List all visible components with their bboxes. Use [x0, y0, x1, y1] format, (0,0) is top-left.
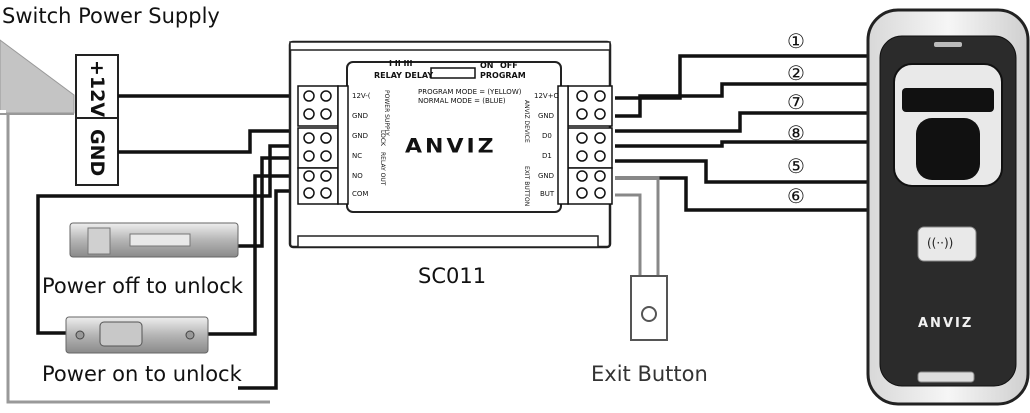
power-supply-title: Switch Power Supply — [2, 4, 220, 28]
left-terminal-6: COM — [352, 190, 369, 198]
switch-off-label: OFF — [500, 61, 518, 70]
wire-number-5: ⑤ — [787, 154, 805, 178]
right-terminal-4: D1 — [542, 152, 552, 160]
right-terminal-1: 12V+O — [534, 92, 560, 100]
lock-power-on-screw-2 — [185, 330, 195, 340]
left-group-lock: LOCK — [379, 130, 386, 146]
controller-model-label: SC011 — [418, 264, 487, 288]
psu-housing-body — [0, 110, 6, 402]
dip-switch — [430, 67, 476, 79]
wire-8 — [615, 140, 870, 148]
program-mode-label: PROGRAM MODE = (YELLOW) — [418, 88, 522, 96]
lock-power-off-label: Power off to unlock — [42, 274, 243, 298]
psu-case-line — [6, 114, 270, 404]
reader-card-area — [917, 226, 977, 262]
right-terminal-2: GND — [538, 112, 555, 120]
exit-button-knob[interactable] — [641, 306, 657, 322]
normal-mode-label: NORMAL MODE = (BLUE) — [418, 97, 506, 105]
lock-power-off-bolt — [129, 233, 191, 247]
left-screws — [303, 90, 332, 199]
lock-power-on-keeper — [99, 321, 143, 347]
right-group-anviz: ANVIZ DEVICE — [523, 100, 530, 143]
controller-brand-logo: ANVIZ — [405, 135, 497, 158]
reader-top-slot — [934, 42, 962, 47]
right-terminal-block — [557, 85, 613, 205]
reader-card-symbol: ((··)) — [927, 236, 954, 250]
controller-rail — [297, 235, 599, 248]
wire-exit-gnd — [615, 176, 660, 278]
wire-com — [238, 189, 298, 390]
left-group-relay: RELAY OUT — [379, 152, 386, 186]
wire-no — [205, 174, 298, 336]
wire-gnd-lock — [36, 144, 298, 244]
left-terminal-5: NO — [352, 172, 363, 180]
psu-terminal-gnd: GND — [86, 129, 108, 177]
wire-number-2: ② — [787, 61, 805, 85]
wire-number-6: ⑥ — [787, 184, 805, 208]
reader-window — [902, 88, 994, 112]
controller-top-rail — [289, 41, 611, 51]
switch-on-label: ON — [480, 61, 494, 70]
left-terminal-2: GND — [352, 112, 369, 120]
psu-terminal-plus: +12V — [86, 60, 108, 118]
wire-gnd — [118, 129, 298, 154]
exit-wires — [615, 176, 660, 278]
wire-number-7: ⑦ — [787, 90, 805, 114]
left-terminal-3: GND — [352, 132, 369, 140]
wire-nc — [236, 156, 298, 248]
right-terminal-6: BUT — [540, 190, 555, 198]
lock-power-on-label: Power on to unlock — [42, 362, 242, 386]
reader-bottom-strip — [917, 371, 975, 383]
right-group-exit: EXIT BUTTON — [523, 166, 530, 207]
wire-2 — [615, 82, 870, 118]
wire-5 — [615, 159, 870, 184]
left-terminal-1: 12V-( — [352, 92, 371, 100]
exit-button-label: Exit Button — [591, 362, 708, 386]
reader-sensor — [916, 118, 980, 180]
wire-number-8: ⑧ — [787, 121, 805, 145]
right-terminal-3: D0 — [542, 132, 552, 140]
lock-power-off-end — [87, 227, 111, 255]
left-terminal-block — [297, 85, 349, 205]
psu-terminal-box — [75, 54, 119, 186]
reader-brand-logo: ANVIZ — [918, 316, 974, 331]
left-group-power: POWER SUPPLY — [383, 90, 390, 136]
wire-exit-but — [615, 193, 642, 278]
left-terminal-4: NC — [352, 152, 363, 160]
wire-1 — [615, 54, 870, 100]
wire-number-1: ① — [787, 29, 805, 53]
lock-power-on-screw — [75, 330, 85, 340]
wire-7 — [615, 111, 870, 133]
wire-lock-loop — [36, 244, 70, 335]
relay-delay-label: RELAY DELAY — [374, 71, 434, 80]
right-screws — [576, 90, 606, 199]
right-terminal-5: GND — [538, 172, 555, 180]
dip-positions: I II III — [389, 59, 413, 68]
psu-housing — [0, 39, 75, 114]
program-label: PROGRAM — [480, 71, 526, 80]
